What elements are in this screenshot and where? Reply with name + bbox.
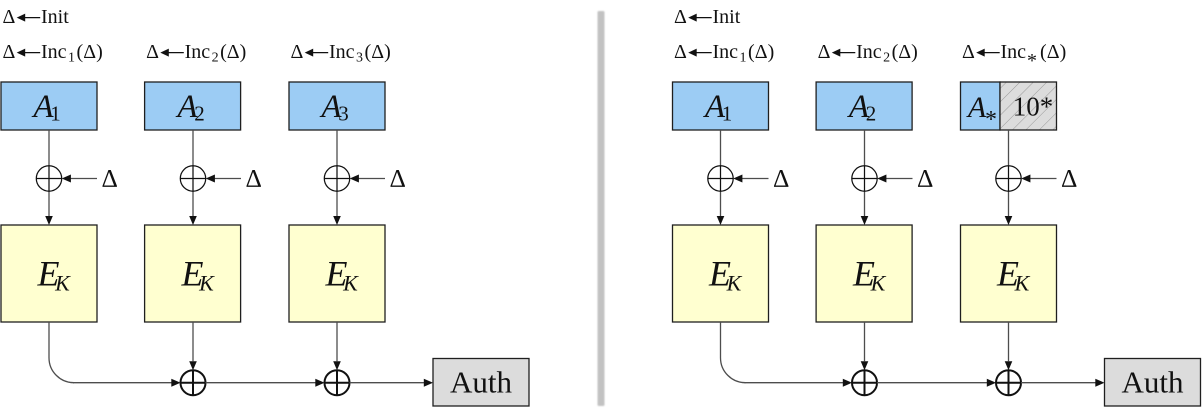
svg-text:Δ: Δ — [917, 164, 933, 193]
svg-text:10*: 10* — [1013, 92, 1054, 122]
svg-text:1: 1 — [722, 102, 733, 126]
svg-text:K: K — [1014, 271, 1031, 296]
svg-text:K: K — [54, 271, 71, 296]
svg-text:Init: Init — [41, 6, 69, 28]
svg-text:E: E — [708, 254, 731, 294]
svg-text:E: E — [325, 254, 348, 294]
svg-text:K: K — [342, 271, 359, 296]
svg-text:Δ: Δ — [291, 41, 304, 63]
svg-text:Δ: Δ — [3, 6, 16, 28]
svg-text:A: A — [847, 89, 870, 125]
svg-text:2: 2 — [194, 102, 205, 126]
svg-text:E: E — [996, 254, 1019, 294]
svg-text:Auth: Auth — [1122, 365, 1185, 400]
svg-text:A: A — [966, 91, 987, 124]
svg-text:Δ: Δ — [1061, 164, 1077, 193]
svg-text:K: K — [198, 271, 215, 296]
svg-text:Δ: Δ — [390, 164, 406, 193]
svg-text:E: E — [852, 254, 875, 294]
svg-text:A: A — [703, 89, 726, 125]
svg-text:Δ: Δ — [818, 41, 831, 63]
svg-text:*: * — [985, 107, 997, 133]
svg-text:1: 1 — [50, 102, 61, 126]
svg-text:Δ: Δ — [102, 164, 118, 193]
svg-text:Init: Init — [713, 6, 741, 28]
svg-text:3: 3 — [338, 102, 349, 126]
svg-text:Auth: Auth — [450, 365, 513, 400]
svg-text:A: A — [319, 89, 342, 125]
svg-text:Δ: Δ — [773, 164, 789, 193]
svg-text:K: K — [726, 271, 743, 296]
svg-text:Δ: Δ — [146, 41, 159, 63]
svg-text:A: A — [31, 89, 54, 125]
svg-text:Δ: Δ — [962, 41, 975, 63]
svg-text:E: E — [181, 254, 204, 294]
svg-text:Δ: Δ — [674, 41, 687, 63]
svg-text:2: 2 — [866, 102, 877, 126]
svg-text:Δ: Δ — [246, 164, 262, 193]
svg-text:Δ: Δ — [3, 41, 16, 63]
svg-text:A: A — [175, 89, 198, 125]
svg-text:K: K — [870, 271, 887, 296]
svg-text:Δ: Δ — [674, 6, 687, 28]
svg-text:E: E — [37, 254, 60, 294]
